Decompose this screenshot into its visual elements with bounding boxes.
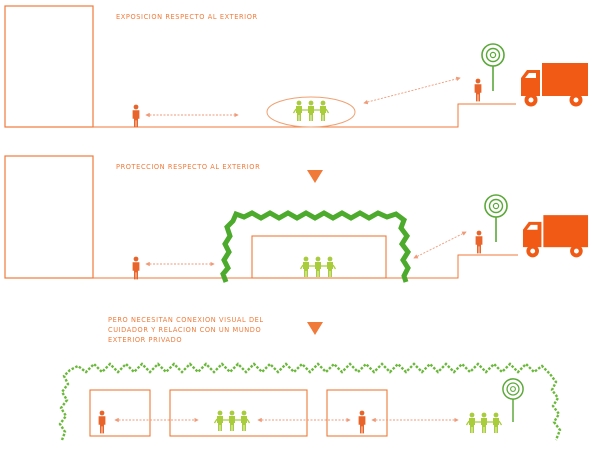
children-play-area [266, 96, 356, 128]
caregiver-person-icon [132, 104, 140, 128]
protected-enclosure [251, 235, 387, 279]
street-tree-icon [481, 43, 505, 91]
exposure-arrow-right [363, 76, 461, 105]
caregiver-person-icon [98, 410, 106, 434]
children-group-icon [300, 256, 336, 278]
caption-protection: PROTECCION RESPECTO AL EXTERIOR [116, 163, 261, 171]
panel-visual-connection [58, 362, 562, 441]
protection-arrow-right [413, 231, 467, 259]
street-person-icon [475, 230, 483, 254]
arrow-down-icon [307, 170, 323, 183]
children-group-icon [293, 100, 329, 122]
garden-tree-icon [502, 378, 524, 422]
caption-visual-connection: PERO NECESITAN CONEXION VISUAL DEL CUIDA… [108, 315, 264, 345]
ground-line [5, 254, 518, 279]
caption-line: EXTERIOR PRIVADO [108, 336, 183, 344]
truck-icon [522, 215, 589, 258]
street-tree-icon [484, 194, 508, 242]
truck-icon [521, 63, 588, 107]
children-room [169, 389, 308, 437]
ground-line [5, 103, 516, 128]
caregiver-room [326, 389, 388, 437]
panel-exposure [4, 5, 588, 128]
caption-line: PERO NECESITAN CONEXION VISUAL DEL [108, 316, 264, 324]
hedge-icon [58, 362, 562, 441]
hedge-icon [220, 210, 412, 283]
caregiver-person-icon [132, 256, 140, 280]
building-outline [4, 155, 94, 279]
building-outline [4, 5, 94, 128]
children-group-icon [466, 412, 502, 434]
caregiver-room [89, 389, 151, 437]
caregiver-person-icon [358, 410, 366, 434]
street-person-icon [474, 78, 482, 102]
caption-line: CUIDADOR Y RELACION CON UN MUNDO [108, 326, 262, 334]
panel-protection [4, 155, 589, 283]
children-group-icon [214, 410, 250, 432]
arrow-down-icon [307, 322, 323, 335]
caption-exposure: EXPOSICION RESPECTO AL EXTERIOR [116, 13, 258, 21]
